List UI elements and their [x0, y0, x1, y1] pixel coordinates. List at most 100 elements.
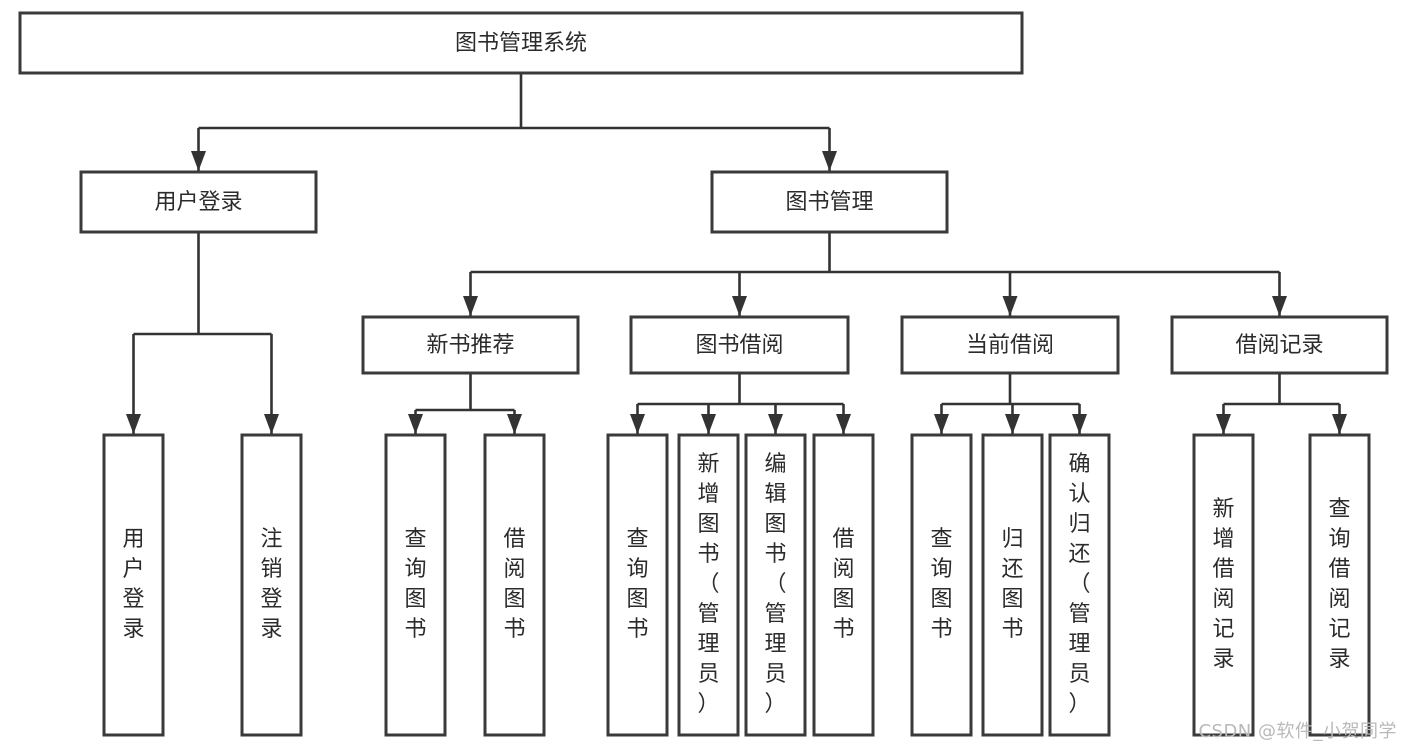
node-label-nbr-borrow-book-char-1: 阅 — [503, 557, 525, 582]
node-label-nbr-borrow-book-char-2: 图 — [503, 587, 525, 612]
arrow-head — [463, 296, 478, 316]
connector-layer — [126, 73, 1347, 434]
arrow-head — [191, 151, 206, 171]
node-label-nbr-query-book-char-0: 查 — [404, 527, 426, 552]
node-label-cb-confirm-return-char-5: 管 — [1068, 602, 1090, 627]
node-book-manage[interactable]: 图书管理 — [710, 170, 949, 234]
node-label-cb-return-book-char-2: 图 — [1001, 587, 1023, 612]
node-label-br-add-record-char-3: 阅 — [1212, 587, 1234, 612]
node-label-cb-return-book-char-0: 归 — [1001, 527, 1023, 552]
node-new-book-recommend[interactable]: 新书推荐 — [361, 315, 580, 375]
node-box-br-query-record — [1308, 433, 1371, 737]
node-book-borrow[interactable]: 图书借阅 — [629, 315, 850, 375]
node-label-bb-add-book-char-8: ） — [697, 692, 719, 717]
node-label-user-logout-char-0: 注 — [260, 527, 282, 552]
node-user-login-do[interactable]: 用户登录 — [102, 433, 165, 737]
node-label-bb-edit-book-char-4: （ — [764, 572, 786, 597]
node-label-nbr-borrow-book-char-0: 借 — [503, 527, 525, 552]
node-label-bb-borrow-book-char-2: 图 — [832, 587, 854, 612]
node-label-bb-edit-book-char-0: 编 — [764, 452, 786, 477]
node-label-user-logout-char-1: 销 — [260, 557, 282, 582]
node-label-bb-query-book-char-1: 询 — [626, 557, 648, 582]
node-box-bb-add-book — [677, 433, 740, 737]
node-label-cb-confirm-return-char-4: （ — [1068, 572, 1090, 597]
node-box-br-add-record — [1192, 433, 1255, 737]
node-label-bb-borrow-book-char-3: 书 — [832, 617, 854, 642]
node-root[interactable]: 图书管理系统 — [18, 11, 1024, 75]
node-label-bb-query-book-char-3: 书 — [626, 617, 648, 642]
node-label-br-query-record-char-0: 查 — [1328, 497, 1350, 522]
node-label-bb-edit-book-char-2: 图 — [764, 512, 786, 537]
arrow-head — [768, 414, 783, 434]
node-label-bb-add-book-char-5: 管 — [697, 602, 719, 627]
node-label-cb-return-book-char-3: 书 — [1001, 617, 1023, 642]
node-label-user-logout-char-3: 录 — [260, 617, 282, 642]
node-label-bb-edit-book-char-5: 管 — [764, 602, 786, 627]
node-label-bb-edit-book-char-7: 员 — [764, 662, 786, 687]
node-current-borrow[interactable]: 当前借阅 — [900, 315, 1120, 375]
node-user-login[interactable]: 用户登录 — [79, 170, 318, 234]
node-label-br-add-record-char-1: 增 — [1212, 527, 1234, 552]
node-label-user-login-do-char-1: 户 — [122, 557, 144, 582]
node-label-cb-query-book-char-3: 书 — [930, 617, 952, 642]
arrow-head — [732, 296, 747, 316]
node-label-bb-edit-book-char-3: 书 — [764, 542, 786, 567]
node-label-cb-confirm-return-char-2: 归 — [1068, 512, 1090, 537]
arrow-head — [507, 414, 522, 434]
node-label-new-book-recommend: 新书推荐 — [426, 333, 514, 358]
node-box-bb-borrow-book — [812, 433, 875, 737]
node-box-user-login-do — [102, 433, 165, 737]
node-borrow-record[interactable]: 借阅记录 — [1170, 315, 1389, 375]
node-box-nbr-borrow-book — [483, 433, 546, 737]
node-label-br-query-record-char-4: 记 — [1328, 617, 1350, 642]
node-box-current-borrow — [900, 315, 1120, 375]
node-label-current-borrow: 当前借阅 — [966, 333, 1054, 358]
node-label-user-logout-char-2: 登 — [260, 587, 282, 612]
node-label-bb-add-book-char-3: 书 — [697, 542, 719, 567]
node-box-book-borrow — [629, 315, 850, 375]
node-label-cb-confirm-return-char-1: 认 — [1068, 482, 1090, 507]
node-box-new-book-recommend — [361, 315, 580, 375]
node-label-br-add-record-char-5: 录 — [1212, 647, 1234, 672]
node-label-bb-add-book-char-0: 新 — [697, 452, 719, 477]
node-label-bb-add-book-char-4: （ — [697, 572, 719, 597]
arrow-head — [701, 414, 716, 434]
node-label-bb-edit-book-char-6: 理 — [764, 632, 786, 657]
node-box-root — [18, 11, 1024, 75]
node-label-cb-query-book-char-1: 询 — [930, 557, 952, 582]
arrow-head — [836, 414, 851, 434]
node-label-cb-confirm-return-char-6: 理 — [1068, 632, 1090, 657]
node-box-cb-query-book — [910, 433, 973, 737]
node-box-borrow-record — [1170, 315, 1389, 375]
node-label-user-login-do-char-3: 录 — [122, 617, 144, 642]
arrow-head — [1272, 296, 1287, 316]
node-label-br-query-record-char-1: 询 — [1328, 527, 1350, 552]
node-label-bb-query-book-char-2: 图 — [626, 587, 648, 612]
node-label-cb-return-book-char-1: 还 — [1001, 557, 1023, 582]
node-box-user-logout — [240, 433, 303, 737]
node-label-bb-edit-book-char-8: ） — [764, 692, 786, 717]
arrow-head — [1332, 414, 1347, 434]
arrow-head — [126, 414, 141, 434]
node-label-nbr-query-book-char-2: 图 — [404, 587, 426, 612]
node-label-root: 图书管理系统 — [455, 31, 587, 56]
node-label-br-query-record-char-5: 录 — [1328, 647, 1350, 672]
node-label-book-manage: 图书管理 — [785, 190, 873, 215]
arrow-head — [408, 414, 423, 434]
node-label-br-add-record-char-4: 记 — [1212, 617, 1234, 642]
node-box-cb-return-book — [981, 433, 1044, 737]
arrow-head — [630, 414, 645, 434]
